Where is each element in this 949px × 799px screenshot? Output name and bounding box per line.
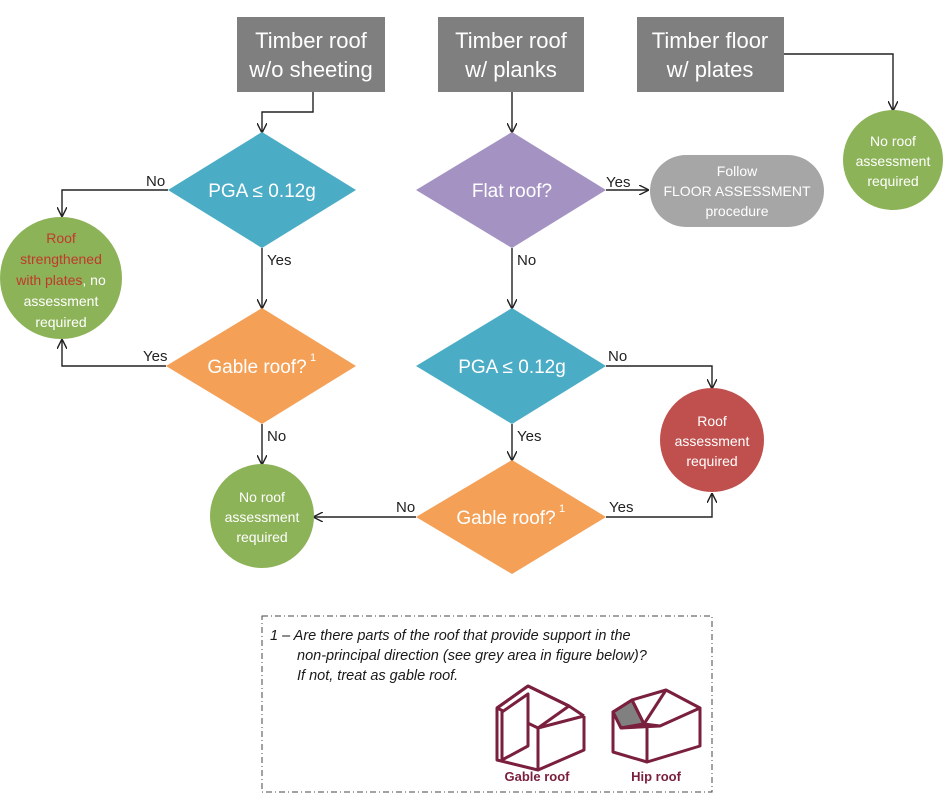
arrow-pga-left-no [62, 189, 168, 216]
decision-pga-left: PGA ≤ 0.12g [168, 132, 356, 248]
edge-label-yes: Yes [517, 428, 541, 445]
edge-label-no: No [517, 252, 536, 269]
start-box-line: w/ planks [464, 57, 557, 82]
decision-label: Gable roof? [456, 508, 555, 529]
arrow-start-right-to-no-assessment [784, 53, 893, 110]
edge-label-no: No [396, 499, 415, 516]
decision-gable-left: Gable roof? 1 [166, 308, 356, 424]
decision-label: PGA ≤ 0.12g [458, 357, 566, 378]
footnote-line: 1 – Are there parts of the roof that pro… [270, 628, 631, 644]
outcome-line: FLOOR ASSESSMENT [663, 183, 810, 199]
decision-label: Gable roof? [207, 357, 306, 378]
outcome-line: No roof [870, 133, 916, 149]
gable-roof-label: Gable roof [504, 769, 570, 784]
start-box-line: w/ plates [666, 57, 754, 82]
outcome-line: required [867, 173, 918, 189]
edge-label-yes: Yes [267, 252, 291, 269]
start-timber-roof-w-planks: Timber roof w/ planks [438, 17, 584, 92]
outcome-line: strengthened [20, 251, 102, 267]
outcome-no-assessment-bottom: No roof assessment required [210, 464, 314, 568]
start-box-line: Timber roof [455, 28, 568, 53]
edge-label-yes: Yes [609, 499, 633, 516]
outcome-line: with plates, no [15, 272, 106, 288]
gable-roof-icon [495, 684, 586, 772]
decision-label: PGA ≤ 0.12g [208, 181, 316, 202]
outcome-follow-floor-assessment: Follow FLOOR ASSESSMENT procedure [650, 155, 824, 227]
decision-flat-roof: Flat roof? [416, 132, 606, 248]
outcome-line: required [236, 529, 287, 545]
start-box-line: Timber roof [255, 28, 368, 53]
outcome-line: required [35, 314, 86, 330]
outcome-line: assessment [24, 293, 99, 309]
arrow-gable-mid-yes [606, 494, 712, 518]
arrow-start-left-to-pga [262, 92, 314, 132]
outcome-roof-strengthened: Roof strengthened with plates, no assess… [0, 217, 122, 339]
arrow-gable-left-yes [62, 340, 166, 367]
edge-label-no: No [267, 428, 286, 445]
decision-label: Flat roof? [472, 181, 552, 202]
outcome-roof-assessment-required: Roof assessment required [660, 388, 764, 492]
footnote-marker: 1 [310, 352, 316, 364]
footnote-box: 1 – Are there parts of the roof that pro… [261, 615, 713, 793]
footnote-line: non-principal direction (see grey area i… [297, 648, 648, 664]
decision-gable-mid: Gable roof? 1 [416, 460, 606, 574]
outcome-line: assessment [225, 509, 300, 525]
hip-roof-label: Hip roof [631, 769, 681, 784]
hip-roof-icon [611, 688, 702, 764]
edge-label-no: No [608, 348, 627, 365]
edge-label-no: No [146, 173, 165, 190]
outcome-line: assessment [856, 153, 931, 169]
start-box-line: w/o sheeting [248, 57, 373, 82]
outcome-line: required [686, 453, 737, 469]
footnote-line: If not, treat as gable roof. [297, 668, 458, 684]
footnote-marker: 1 [559, 503, 565, 515]
outcome-line: procedure [705, 203, 768, 219]
outcome-line: No roof [239, 489, 285, 505]
connectors [62, 53, 893, 518]
outcome-line: Roof [697, 413, 727, 429]
outcome-line: assessment [675, 433, 750, 449]
arrow-pga-mid-no [606, 365, 712, 388]
start-timber-floor-w-plates: Timber floor w/ plates [637, 17, 784, 92]
edge-label-yes: Yes [143, 348, 167, 365]
start-box-line: Timber floor [652, 28, 769, 53]
outcome-line: Follow [717, 163, 758, 179]
edge-label-yes: Yes [606, 174, 630, 191]
outcome-line: Roof [46, 230, 76, 246]
start-timber-roof-wo-sheeting: Timber roof w/o sheeting [237, 17, 385, 92]
outcome-no-assessment-top: No roof assessment required [843, 110, 943, 210]
decision-pga-mid: PGA ≤ 0.12g [416, 308, 606, 424]
